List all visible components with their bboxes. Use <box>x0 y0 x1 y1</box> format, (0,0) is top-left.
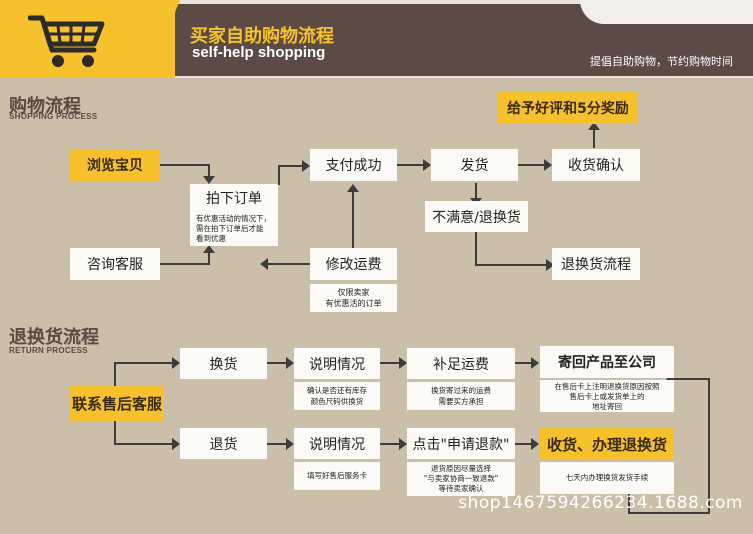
connector-line <box>160 164 210 166</box>
connector-line <box>278 165 280 185</box>
shopping-cart-icon <box>28 15 105 67</box>
arrow-right-icon <box>302 160 310 172</box>
connector-line <box>397 164 425 166</box>
modify-shipping-note: 仅限卖家 有优惠活的订单 <box>310 284 397 312</box>
connector-line <box>278 165 306 167</box>
return-step: 退货 <box>180 428 267 459</box>
connector-line <box>268 263 310 265</box>
connector-line <box>475 264 547 266</box>
connector-line <box>267 362 287 364</box>
connector-line <box>518 164 546 166</box>
arrow-right-icon <box>399 357 407 369</box>
arrow-right-icon <box>544 159 552 171</box>
place-order-note: 有优惠活动的情况下， 需在拍下订单后才能 看到优惠 <box>190 212 278 246</box>
header-swoosh <box>580 0 753 24</box>
pay-shipping-step: 补足运费 <box>407 348 515 379</box>
connector-line <box>708 378 710 514</box>
good-review-reward-step: 给予好评和5分奖励 <box>498 92 638 124</box>
arrow-right-icon <box>399 438 407 450</box>
connector-line <box>475 183 477 201</box>
browse-items-step: 浏览宝贝 <box>70 149 160 181</box>
connector-line <box>628 512 710 514</box>
watermark-text: shop1467594266234.1688.com <box>458 493 743 513</box>
header-title: 买家自助购物流程 <box>190 26 334 47</box>
place-order-step: 拍下订单 <box>190 184 278 212</box>
connector-line <box>267 443 287 445</box>
confirm-receipt-step: 收货确认 <box>552 149 640 181</box>
shopping-section-subtitle: SHOPPING PROCESS <box>9 112 98 121</box>
connector-line <box>674 378 710 380</box>
contact-aftersales-step: 联系售后客服 <box>70 386 164 421</box>
connector-line <box>515 362 533 364</box>
connector-line <box>160 263 210 265</box>
arrow-up-icon <box>347 184 359 192</box>
explain-situation-exchange-note: 确认是否还有库存 颜色尺码供换货 <box>294 382 380 410</box>
modify-shipping-step: 修改运费 <box>310 248 397 280</box>
apply-refund-note: 退货原因尽量选择 "与卖家协商一致退款" 等待卖家确认 <box>407 462 515 496</box>
return-process-step: 退换货流程 <box>552 248 640 280</box>
payment-success-step: 支付成功 <box>310 149 397 181</box>
connector-line <box>114 362 174 364</box>
connector-line <box>475 232 477 266</box>
arrow-right-icon <box>172 357 180 369</box>
connector-line <box>208 164 210 180</box>
connector-line <box>380 362 400 364</box>
arrow-right-icon <box>546 259 554 271</box>
return-section-title: 退换货流程 <box>9 327 99 348</box>
consult-service-step: 咨询客服 <box>70 248 160 280</box>
explain-situation-return-note: 填写好售后服务卡 <box>294 462 380 490</box>
unsatisfied-return-step: 不满意/退换货 <box>425 201 528 232</box>
send-back-product-step: 寄回产品至公司 <box>540 346 674 378</box>
arrow-right-icon <box>531 438 539 450</box>
explain-situation-exchange-step: 说明情况 <box>294 348 380 379</box>
arrow-right-icon <box>172 438 180 450</box>
exchange-step: 换货 <box>180 348 267 379</box>
header-slogan: 提倡自助购物，节约购物时间 <box>590 55 733 68</box>
connector-line <box>114 443 174 445</box>
pay-shipping-note: 换货寄过来的运费 需要买方承担 <box>407 382 515 410</box>
arrow-right-icon <box>531 357 539 369</box>
arrow-right-icon <box>423 159 431 171</box>
return-section-subtitle: RETURN PROCESS <box>9 346 88 355</box>
connector-line <box>515 443 533 445</box>
arrow-right-icon <box>286 438 294 450</box>
receive-process-step: 收货、办理退换货 <box>540 428 674 460</box>
connector-line <box>352 190 354 248</box>
arrow-up-icon <box>588 122 600 130</box>
send-back-product-note: 在售后卡上注明退换货原因按照 售后卡上或发货单上的 地址寄回 <box>540 380 674 412</box>
ship-goods-step: 发货 <box>431 149 518 181</box>
connector-line <box>114 362 116 386</box>
connector-line <box>593 128 595 148</box>
header-subtitle: self-help shopping <box>192 44 326 61</box>
arrow-right-icon <box>286 357 294 369</box>
connector-line <box>208 250 210 265</box>
arrow-up-icon <box>203 245 215 253</box>
connector-line <box>628 494 630 514</box>
receive-process-note: 七天内办理换货发货手续 <box>540 462 674 494</box>
arrow-down-icon <box>203 176 215 184</box>
apply-refund-step: 点击"申请退款" <box>407 428 515 459</box>
connector-line <box>114 421 116 445</box>
connector-line <box>380 443 400 445</box>
shopping-section-title: 购物流程 <box>9 96 81 117</box>
explain-situation-return-step: 说明情况 <box>294 428 380 459</box>
arrow-left-icon <box>260 258 268 270</box>
